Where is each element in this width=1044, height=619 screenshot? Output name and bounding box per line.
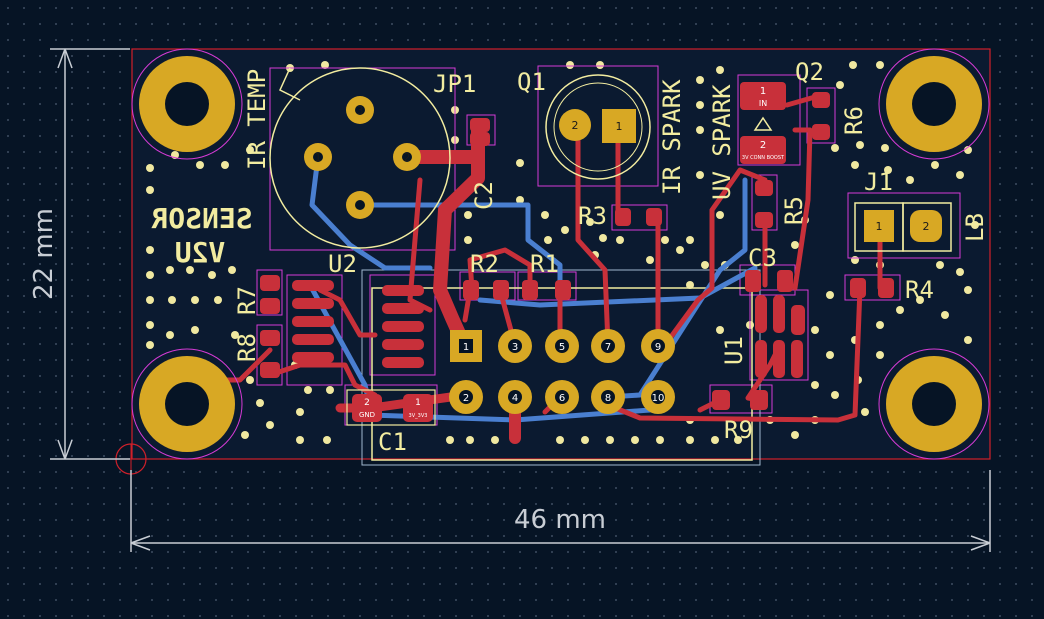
ref-q1: Q1 (517, 68, 546, 96)
j1-footprint[interactable]: 1 2 (854, 202, 952, 252)
c1-footprint[interactable]: 2 GND 1 3V_3V3 (346, 389, 436, 426)
ref-c3: C3 (748, 244, 777, 272)
ref-c2: C2 (470, 181, 498, 210)
ref-r3: R3 (578, 202, 607, 230)
jp1-pin1-label: 1 (315, 151, 322, 164)
board-title-line1: SENSOR (151, 202, 252, 235)
header-pin-5: 5 (559, 342, 565, 353)
header-pin-10: 10 (652, 393, 665, 404)
mounting-hole-bl (131, 348, 243, 460)
c1-pin1-net: 3V_3V3 (409, 413, 428, 419)
ref-r9: R9 (724, 416, 753, 444)
ref-jp1: JP1 (433, 70, 476, 98)
ref-u2: U2 (328, 250, 357, 278)
silk-ir-spark: IR SPARK (658, 79, 686, 195)
board-title-line2: V2U (175, 236, 226, 269)
c1-pin2-net: GND (359, 411, 375, 419)
header-pin-1: 1 (463, 342, 469, 353)
u1-footprint[interactable] (755, 295, 805, 378)
header-pin-2: 2 (463, 393, 469, 404)
ref-r6: R6 (840, 106, 868, 135)
header-pin-7: 7 (605, 342, 611, 353)
board-name: SENSOR V2U (151, 202, 252, 269)
mounting-hole-tl (131, 48, 243, 160)
ref-u1: U1 (720, 336, 748, 365)
width-dimension (130, 470, 991, 552)
silkscreen-labels: JP1 Q1 Q2 J1 U2 R2 R1 R3 R4 C3 R9 C1 C2 … (233, 58, 989, 456)
ref-c1: C1 (378, 428, 407, 456)
stitching-vias (146, 61, 979, 444)
mounting-hole-br (878, 348, 990, 460)
jp1-pin3-label: 3 (357, 104, 364, 117)
mounting-hole-tr (878, 48, 990, 160)
u2-footprint[interactable] (292, 280, 424, 368)
ref-j1: J1 (864, 168, 893, 196)
jp1-footprint[interactable] (269, 67, 451, 249)
ref-r5: R5 (780, 196, 808, 225)
passive-pads[interactable] (260, 92, 894, 410)
q1-pin1-label: 1 (616, 120, 623, 133)
header-pin-4: 4 (512, 393, 518, 404)
ref-r4: R4 (905, 276, 934, 304)
j1-pin2-label: 2 (923, 220, 930, 233)
height-dimension (50, 48, 130, 460)
c1-pin1-label: 1 (415, 398, 421, 408)
header-pin-9: 9 (655, 342, 661, 353)
q1-footprint[interactable]: 2 1 (545, 74, 651, 180)
silk-uv-spark: UV SPARK (708, 84, 736, 200)
ref-r1: R1 (530, 250, 559, 278)
width-dimension-label: 46 mm (514, 505, 606, 535)
height-dimension-label: 22 mm (29, 208, 59, 300)
header-pin-8: 8 (605, 393, 611, 404)
q1-pin2-label: 2 (572, 119, 579, 132)
jp1-pin2-label: 2 (404, 151, 411, 164)
jp1-pin-numbers: 1 2 3 (315, 104, 411, 164)
q2-pin2-label: 2 (760, 140, 766, 151)
header-pin-3: 3 (512, 342, 518, 353)
ref-q2: Q2 (795, 58, 824, 86)
pin-header[interactable]: 1 3 5 7 9 2 4 6 8 10 (449, 329, 675, 414)
q2-pin1-label: 1 (760, 86, 766, 97)
j1-pin1-label: 1 (876, 220, 883, 233)
ref-r7: R7 (233, 286, 261, 315)
c1-pin2-label: 2 (364, 398, 370, 408)
ref-r8: R8 (233, 333, 261, 362)
q2-pin1-net: IN (759, 99, 767, 108)
ref-r2: R2 (470, 250, 499, 278)
q2-footprint[interactable]: 1 IN 2 3V CONN BOOST (740, 82, 786, 164)
silk-lb: LB (961, 213, 989, 242)
silk-ir-temp: IR TEMP (243, 69, 271, 170)
header-pin-6: 6 (559, 393, 565, 404)
q2-pin2-net: 3V CONN BOOST (742, 155, 785, 161)
